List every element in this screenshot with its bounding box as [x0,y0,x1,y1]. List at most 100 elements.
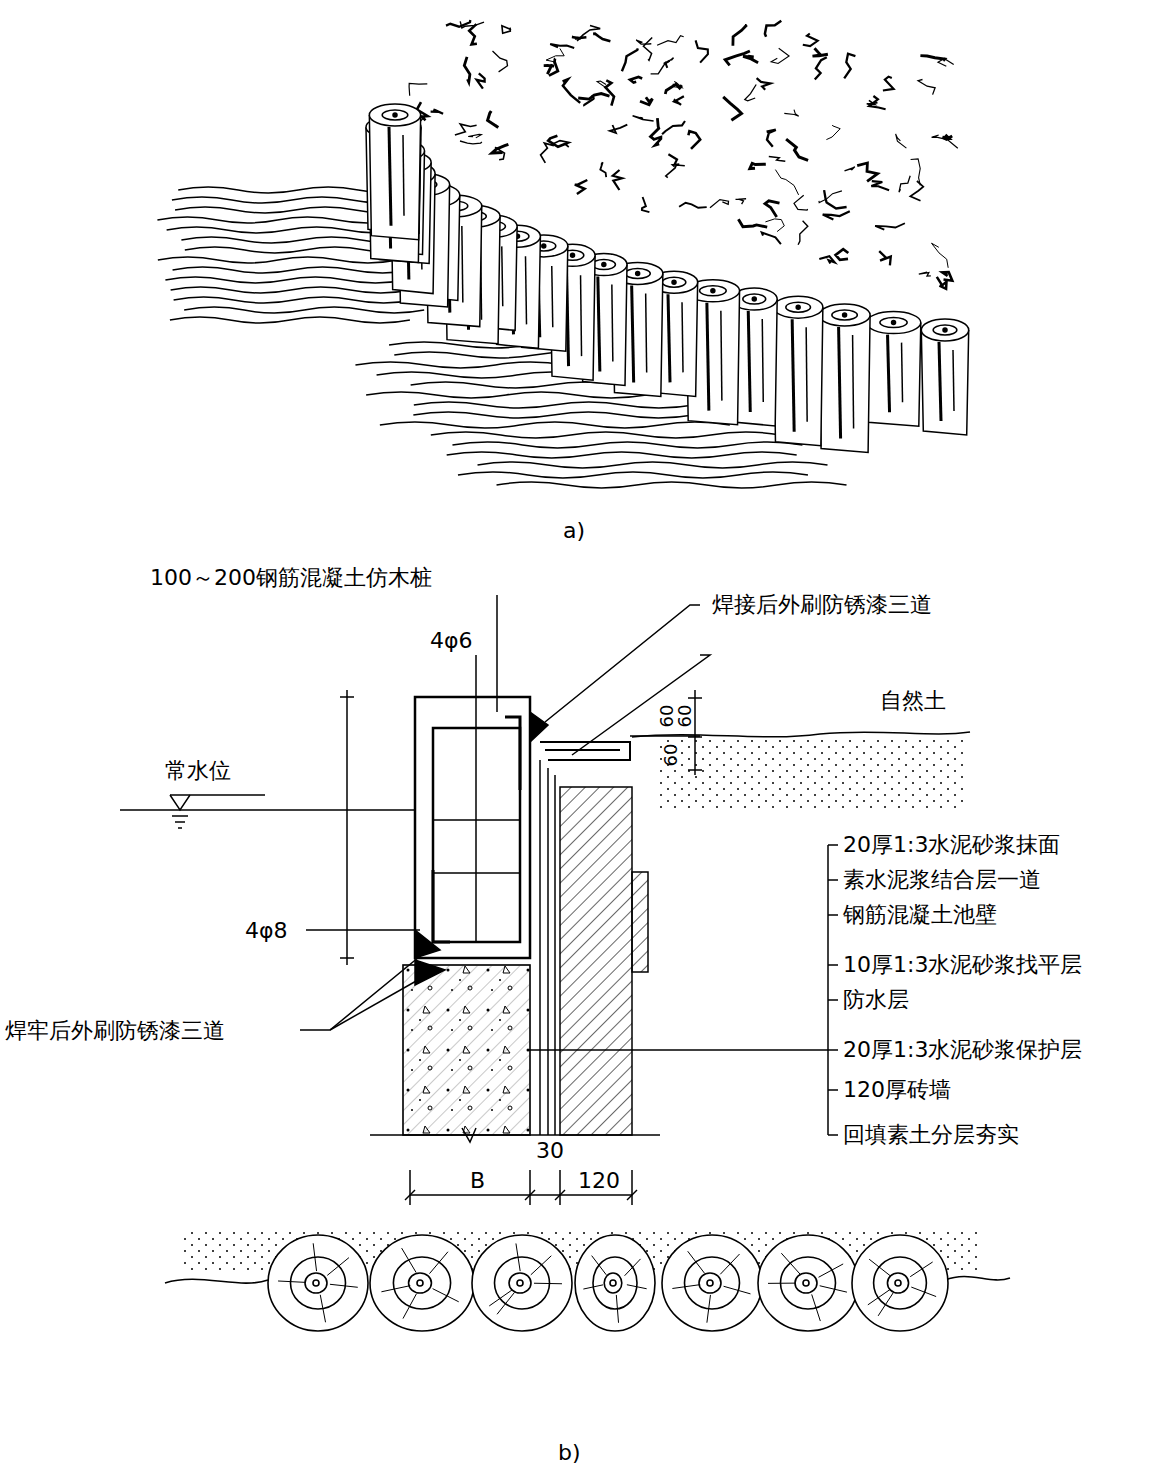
shrub-stroke [762,233,781,245]
shrub-stroke [875,223,905,229]
layer-note: 素水泥浆结合层一道 [843,867,1041,893]
shrub-stroke [896,134,907,148]
shrub-stroke [771,48,789,63]
log-crack [278,1281,306,1282]
shrub-stroke [867,100,878,104]
shrub-stroke [633,116,654,121]
log-crack [672,1285,700,1289]
shrub-stroke [769,157,786,162]
log-crack [625,1259,641,1276]
log-section [852,1235,948,1331]
shrub-stroke [488,111,499,128]
shrub-stroke [910,181,923,201]
stump-core [711,289,715,293]
log-crack [627,1285,647,1289]
shrub-stroke [836,249,849,260]
dimension: 60 [672,705,698,728]
shrub-stroke [819,191,842,203]
log-section [758,1235,858,1331]
shrub-stroke [665,84,682,94]
log-crack [820,1286,847,1292]
stump-grain [581,275,582,356]
shrub-stroke [548,136,567,147]
shrub-stroke [460,141,482,144]
stump-grain [552,266,553,327]
shrub-stroke [879,251,891,265]
log-ring [874,1257,927,1309]
stump-grain [748,311,750,412]
log-crack [616,1295,618,1323]
stump-ring [880,318,907,328]
shrub-stroke [919,272,931,276]
log-crack [911,1287,936,1296]
log-core [517,1280,523,1286]
log-crack [868,1290,890,1305]
shrub-stroke [640,97,653,105]
shrub-stroke [550,44,574,48]
log-crack [592,1256,607,1275]
stump-grain [853,335,854,428]
log-crack [707,1295,711,1323]
layer-note: 20厚1:3水泥砂浆抹面 [843,832,1060,858]
shrub-stroke [765,219,784,232]
stump-body [773,307,822,446]
log-ring [593,1257,637,1309]
shrub-stroke [765,201,780,217]
shrub-stroke [464,57,470,82]
stump-core [672,280,676,284]
shrub-stroke [492,144,509,153]
shrub-stroke [826,125,840,140]
shrub-stroke [493,51,508,72]
log-crack [403,1294,417,1319]
stump-top [819,304,870,326]
water-line [458,472,808,478]
stump-ring [700,286,727,296]
log-ring [509,1273,531,1293]
stump-ring [933,325,957,335]
stump-core [602,263,606,267]
water-line [431,432,781,438]
shrub-stroke [409,84,427,96]
stump-grain [668,294,670,382]
shrub-stroke [431,110,444,114]
stump-ring [786,302,811,312]
log-ring [685,1257,740,1309]
log-crack [720,1254,739,1274]
stump-ring [832,310,858,320]
stump-grain [888,335,890,413]
stump-ring [743,294,766,304]
water-line [170,317,410,323]
layer-note: 防水层 [843,987,909,1013]
shrub-stroke [477,73,485,88]
shrub-stroke [546,49,564,62]
stump-top [773,296,822,318]
water-line [497,482,847,488]
shrub-stroke [468,134,481,138]
weld-note: 焊牢后外刷防锈漆三道 [5,1018,225,1044]
stump-grain [792,319,794,432]
dimension: 120 [578,1168,620,1194]
log-ring [409,1273,432,1293]
panel-label: a) [563,518,585,544]
stump-grain [682,302,683,372]
shrub-stroke [813,48,828,56]
shrub-stroke [937,277,947,289]
log-core [895,1280,901,1286]
log-core [610,1280,616,1286]
water-line [171,287,411,293]
stump-body [866,323,921,427]
log-ring [305,1273,327,1293]
shrub-stroke [845,167,855,171]
log-core [417,1280,423,1286]
shrub-stroke [745,85,756,101]
shrub-stroke [455,124,477,135]
shrub-stroke [502,26,511,33]
shrub-stroke [738,219,767,227]
stump-top [866,312,921,334]
stump-grain [806,327,807,422]
stump-grain [632,286,634,383]
rebar-callout: 4φ6 [430,628,473,654]
shrub-stroke [674,96,684,105]
log-section [575,1235,655,1331]
